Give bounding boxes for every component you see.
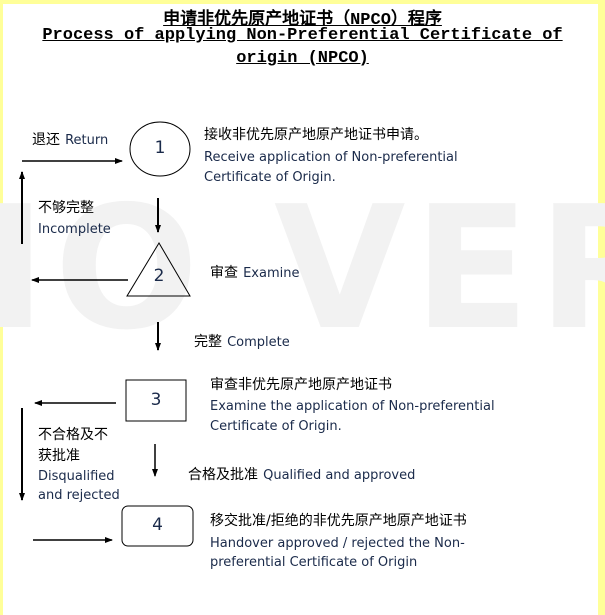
step1-en-line2: Certificate of Origin.	[204, 170, 336, 185]
step3-zh: 审查非优先原产地原产地证书	[210, 377, 392, 393]
step1-ellipse	[129, 121, 191, 177]
step2-number: 2	[153, 266, 165, 286]
title-english-line2: origin (NPCO)	[236, 49, 369, 68]
watermark: IO VERS	[0, 170, 605, 368]
title-english-line1: Process of applying Non-Preferential Cer…	[42, 26, 563, 45]
title-chinese: 申请非优先原产地证书（NPCO）程序	[163, 11, 442, 30]
qualified-label: 合格及批准 Qualified and approved	[188, 467, 416, 483]
disqualified-en-line1: Disqualified	[38, 469, 115, 484]
step1-en-line1: Receive application of Non-preferential	[204, 150, 458, 165]
step4-number: 4	[152, 515, 163, 535]
step4-en-line2: preferential Certificate of Origin	[210, 555, 418, 570]
disqualified-en-line2: and rejected	[38, 488, 120, 503]
step4-zh: 移交批准/拒绝的非优先原产地原产地证书	[210, 513, 467, 529]
incomplete-zh: 不够完整	[38, 200, 94, 216]
step4-en-line1: Handover approved / rejected the Non-	[210, 536, 465, 551]
step3-box	[125, 379, 187, 422]
disqualified-zh-line2: 获批准	[38, 448, 80, 464]
return-label: 退还 Return	[32, 132, 109, 148]
step2-label: 审查 Examine	[210, 265, 300, 281]
step4-box	[121, 505, 194, 547]
step1-zh: 接收非优先原产地原产地证书申请。	[204, 127, 428, 143]
incomplete-en: Incomplete	[38, 222, 111, 237]
step3-en-line2: Certificate of Origin.	[210, 419, 342, 434]
step1-number: 1	[154, 138, 166, 158]
disqualified-zh-line1: 不合格及不	[38, 427, 108, 443]
step2-triangle	[126, 242, 191, 297]
step3-number: 3	[150, 390, 162, 410]
complete-label: 完整 Complete	[194, 334, 290, 350]
step3-en-line1: Examine the application of Non-preferent…	[210, 399, 495, 414]
